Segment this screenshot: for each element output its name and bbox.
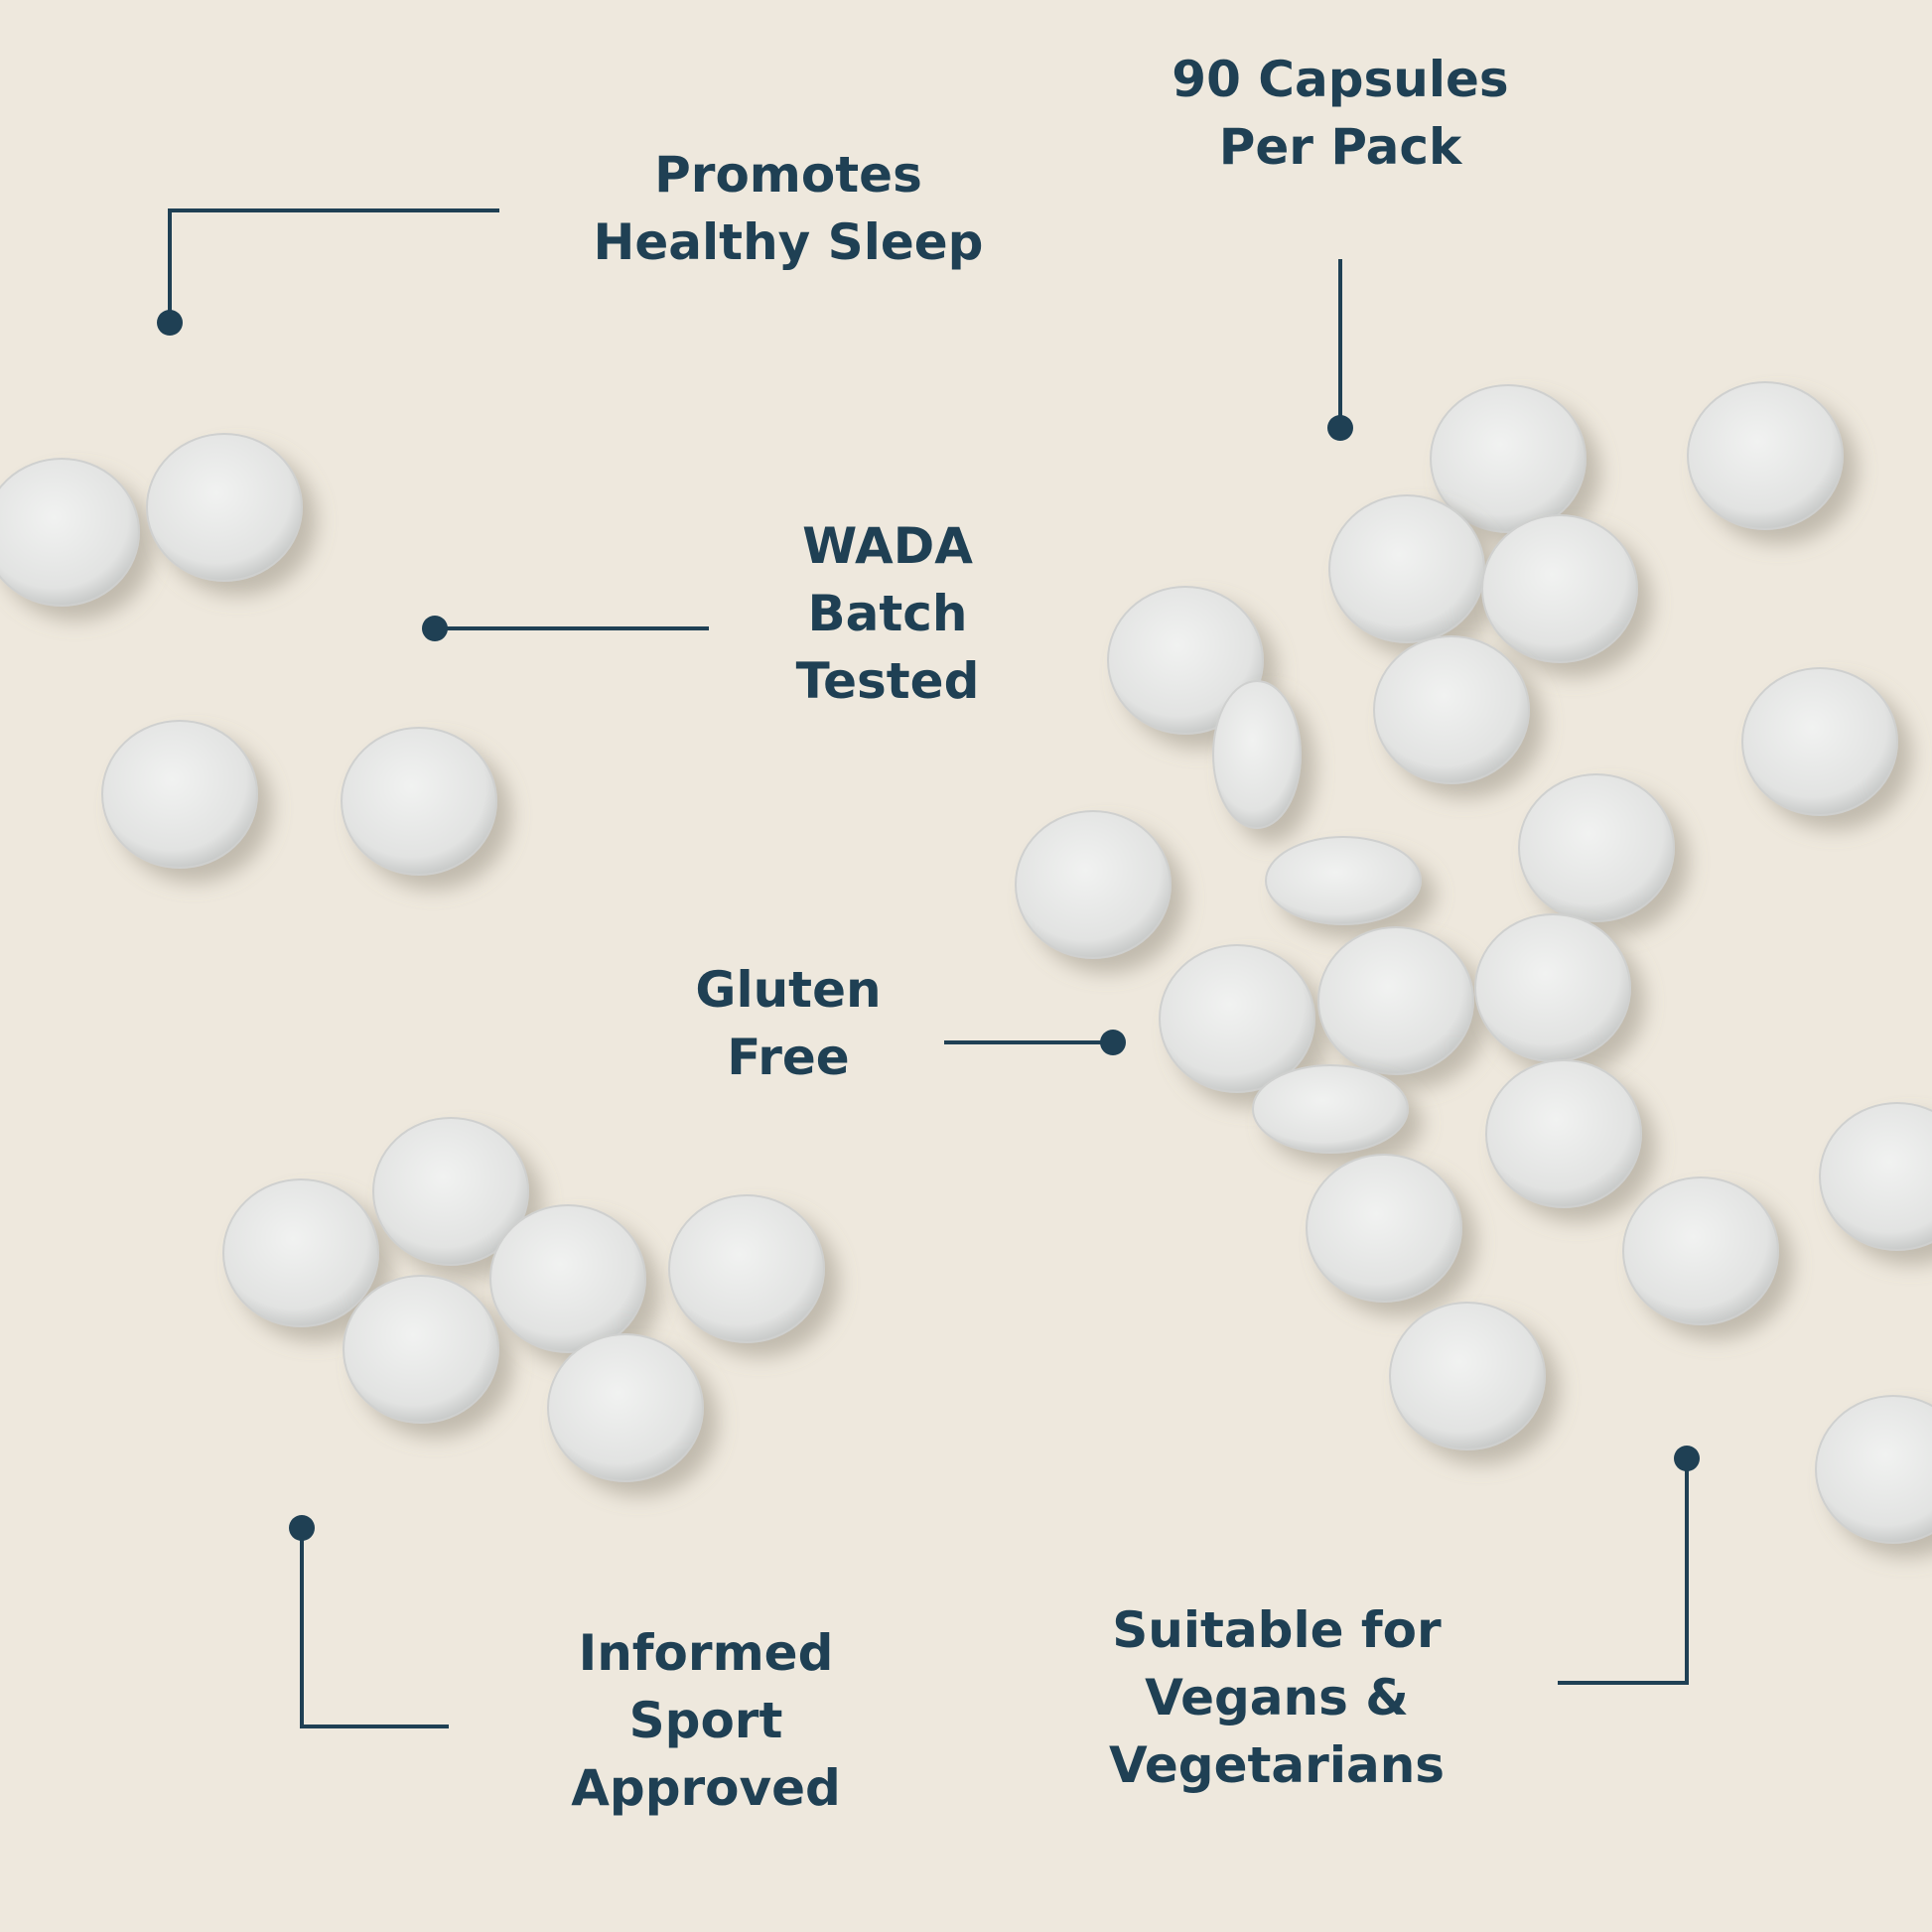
pill [222,1178,379,1327]
pill [0,458,140,607]
gluten-dot-icon [1100,1030,1126,1055]
vegan-connector [1558,1458,1689,1685]
pill [1265,836,1422,925]
feature-informed-line1: Informed [578,1624,834,1682]
pill [1389,1302,1546,1450]
feature-capsules: 90 Capsules Per Pack [1172,46,1508,181]
pill [1212,680,1302,829]
pill [372,1117,529,1266]
informed-dot-icon [289,1515,315,1541]
pill [1518,773,1675,922]
feature-informed-line2: Sport [628,1692,783,1749]
capsules-dot-icon [1327,415,1353,441]
feature-capsules-line1: 90 Capsules [1172,51,1509,108]
feature-sleep-line2: Healthy Sleep [593,213,984,271]
feature-wada: WADA Batch Tested [796,512,980,715]
pill [1819,1102,1932,1251]
pill [343,1275,499,1424]
feature-vegan-line2: Vegans & [1145,1669,1409,1726]
pill [1159,944,1315,1093]
feature-wada-line1: WADA [802,517,973,575]
pill [146,433,303,582]
feature-informed-line3: Approved [571,1759,841,1817]
pill [1015,810,1172,959]
pill [1328,494,1485,643]
sleep-connector [168,208,499,323]
pill [1430,384,1587,533]
feature-gluten: Gluten Free [695,956,881,1091]
pill [1107,586,1264,735]
pill [1252,1064,1409,1154]
feature-gluten-line2: Free [727,1029,850,1086]
feature-informed-sport: Informed Sport Approved [571,1619,841,1822]
feature-gluten-line1: Gluten [695,961,882,1019]
feature-wada-line2: Batch [807,585,968,642]
feature-vegan-line1: Suitable for [1112,1601,1442,1659]
pill [1622,1176,1779,1325]
pill [341,727,497,876]
feature-vegan: Suitable for Vegans & Vegetarians [1109,1596,1445,1799]
pill [547,1333,704,1482]
pill [668,1194,825,1343]
feature-vegan-line3: Vegetarians [1108,1736,1446,1794]
feature-capsules-line2: Per Pack [1218,118,1462,176]
informed-connector [300,1528,449,1728]
wada-dot-icon [422,616,448,641]
feature-sleep-line1: Promotes [654,146,922,204]
pill [1474,913,1631,1062]
pill [101,720,258,869]
vegan-dot-icon [1674,1446,1700,1471]
connector-lines [168,208,1689,1728]
pill-group [0,381,1932,1544]
pill [489,1204,646,1353]
pill [1373,635,1530,784]
pill [1741,667,1898,816]
feature-sleep: Promotes Healthy Sleep [594,141,984,276]
pill [1687,381,1844,530]
pill [1317,926,1474,1075]
pill [1481,514,1638,663]
pill [1485,1059,1642,1208]
pill [1306,1154,1462,1303]
sleep-dot-icon [157,310,183,336]
pill [1815,1395,1932,1544]
feature-wada-line3: Tested [795,652,980,710]
